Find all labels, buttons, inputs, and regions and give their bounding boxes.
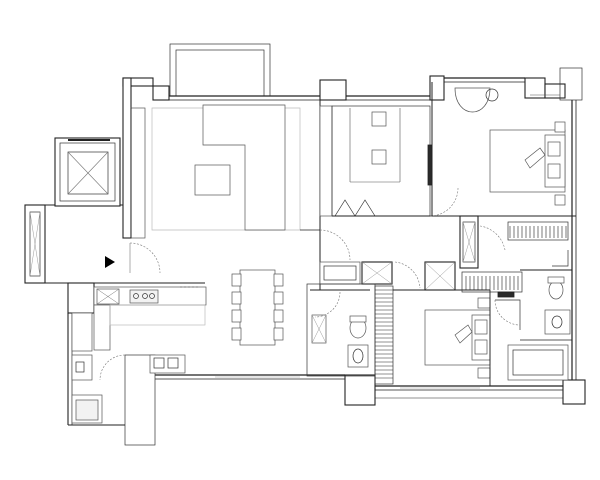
bathroom-1 <box>306 261 421 385</box>
kitchen <box>71 282 207 424</box>
entry-arrow-icon <box>105 256 115 268</box>
living-room <box>130 104 301 239</box>
walk-in-closet <box>459 215 576 269</box>
outer-walls <box>24 43 586 446</box>
balcony <box>169 43 271 97</box>
dining-area <box>231 269 284 346</box>
master-bedroom <box>431 82 566 216</box>
elevator <box>54 137 121 207</box>
elevator-x-icon <box>67 151 109 195</box>
study <box>319 105 460 217</box>
second-bedroom <box>393 261 523 386</box>
bathroom-2 <box>494 269 572 381</box>
